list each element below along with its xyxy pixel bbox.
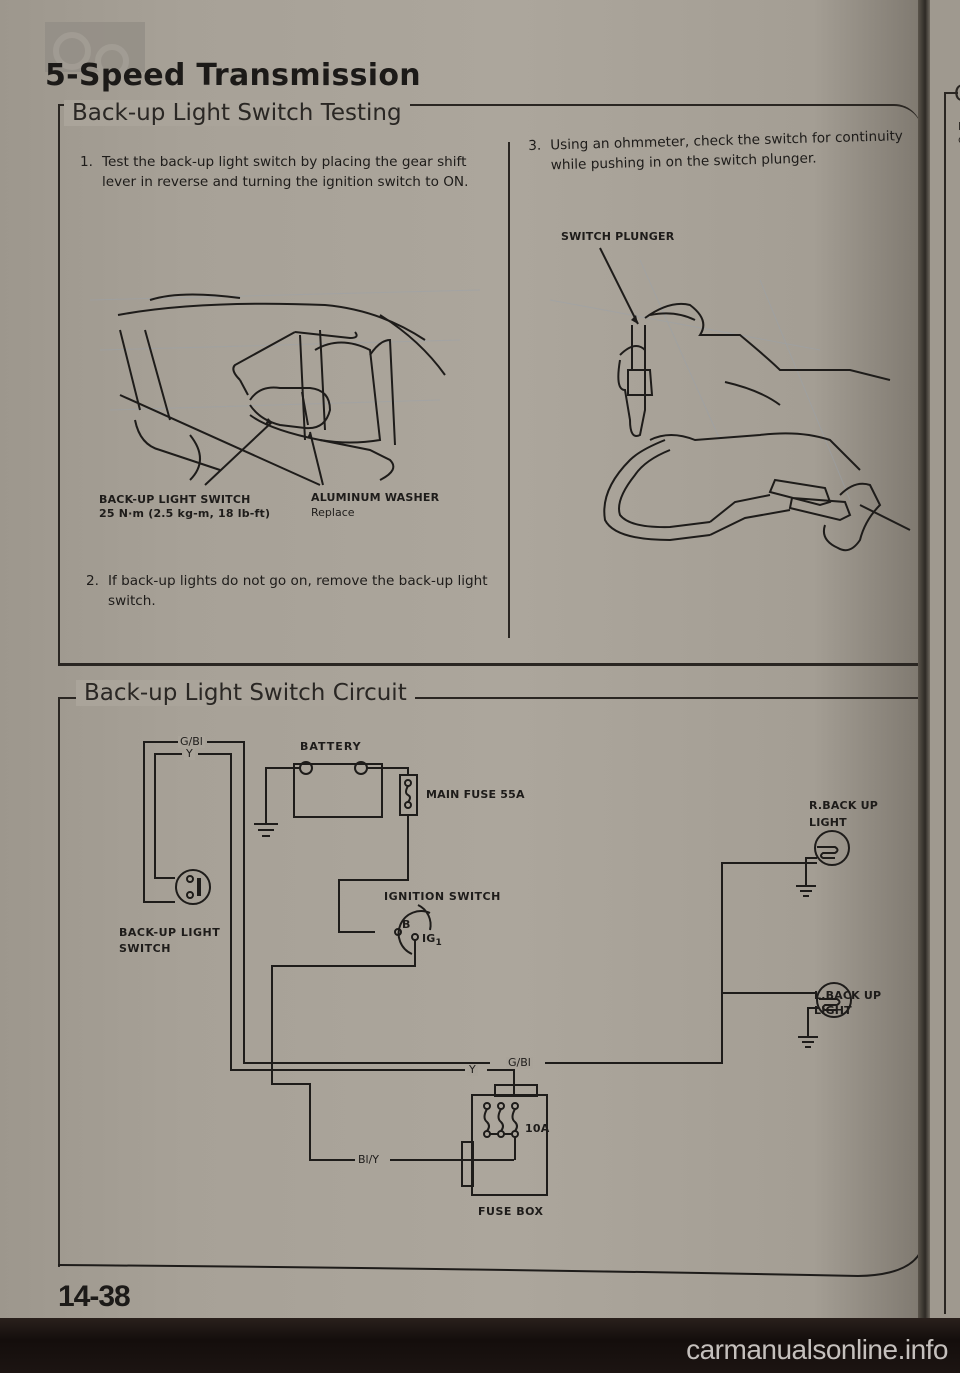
step-1-text: Test the back-up light switch by placing… [102, 154, 469, 190]
transmission-switch-illustration [89, 289, 481, 486]
transmission-gears-icon [45, 22, 145, 78]
next-page-line1-fragment: N [958, 120, 960, 133]
aluminum-washer-note: Replace [311, 506, 355, 519]
r-light-symbol [814, 830, 850, 866]
wire-label-main-gbl: G/Bl [506, 1056, 533, 1069]
step-2-text: If back-up lights do not go on, remove t… [108, 573, 488, 609]
fuse-box-label: FUSE BOX [478, 1205, 544, 1218]
battery-symbol [293, 763, 383, 818]
ign-terminal-ig-sub: 1 [435, 938, 442, 949]
wire-label-bly: Bl/Y [356, 1153, 382, 1166]
page-number: 14-38 [58, 1280, 131, 1313]
fuse-rating-label: 10A [525, 1122, 550, 1135]
next-page-bracket [944, 92, 958, 1314]
next-page-line2-fragment: d [958, 133, 960, 146]
table-surface [0, 1318, 960, 1373]
step-1: 1. Test the back-up light switch by plac… [80, 152, 480, 192]
circuit-frame-bottom-curve [57, 1241, 925, 1278]
circuit-section-frame [58, 697, 922, 1267]
wire-label-top-y: Y [184, 747, 195, 760]
manual-page: 5-Speed Transmission Back-up Light Switc… [0, 0, 925, 1318]
backup-switch-torque: 25 N·m (2.5 kg-m, 18 lb-ft) [99, 507, 271, 520]
ignition-switch-symbol [397, 904, 432, 955]
l-light-symbol [816, 982, 852, 1018]
step-2: 2. If back-up lights do not go on, remov… [86, 571, 496, 611]
switch-plunger-label: SWITCH PLUNGER [561, 230, 675, 243]
ign-terminal-ig-text: IG [422, 932, 436, 945]
step-2-number: 2. [86, 573, 99, 589]
step-1-number: 1. [80, 154, 93, 170]
wire-label-top-gbl: G/Bl [178, 735, 205, 748]
testing-section-title: Back-up Light Switch Testing [64, 100, 410, 126]
ign-terminal-ig: IG1 [422, 932, 442, 950]
l-light-label-line1: L.BACK UP [814, 989, 882, 1002]
backup-switch-symbol [175, 869, 211, 905]
book-spine [918, 0, 930, 1318]
page-title: 5-Speed Transmission [45, 58, 421, 93]
ign-terminal-b: B [402, 918, 411, 931]
battery-label: BATTERY [300, 740, 362, 753]
r-light-label-line1: R.BACK UP [809, 799, 878, 812]
main-fuse-label: MAIN FUSE 55A [426, 788, 525, 801]
backup-switch-label-line1: BACK-UP LIGHT [119, 926, 221, 939]
l-light-label-line2: LIGHT [814, 1004, 852, 1017]
next-page-heading-fragment: G [954, 82, 960, 107]
testing-section-frame [58, 104, 922, 666]
circuit-section-title: Back-up Light Switch Circuit [76, 680, 415, 706]
column-divider [508, 142, 510, 638]
aluminum-washer-label: ALUMINUM WASHER [311, 491, 440, 504]
watermark: carmanualsonline.info [686, 1334, 948, 1365]
r-light-label-line2: LIGHT [809, 816, 847, 829]
wire-label-main-y: Y [467, 1063, 478, 1076]
next-page-edge: G N d [930, 0, 960, 1318]
ignition-switch-label: IGNITION SWITCH [384, 890, 501, 903]
circuit-top-rule [58, 663, 920, 665]
backup-switch-label-line2: SWITCH [119, 942, 171, 955]
backup-switch-label: BACK-UP LIGHT SWITCH [99, 493, 251, 506]
fuse-box-symbol [471, 1094, 548, 1196]
ohmmeter-hands-illustration [549, 247, 911, 552]
